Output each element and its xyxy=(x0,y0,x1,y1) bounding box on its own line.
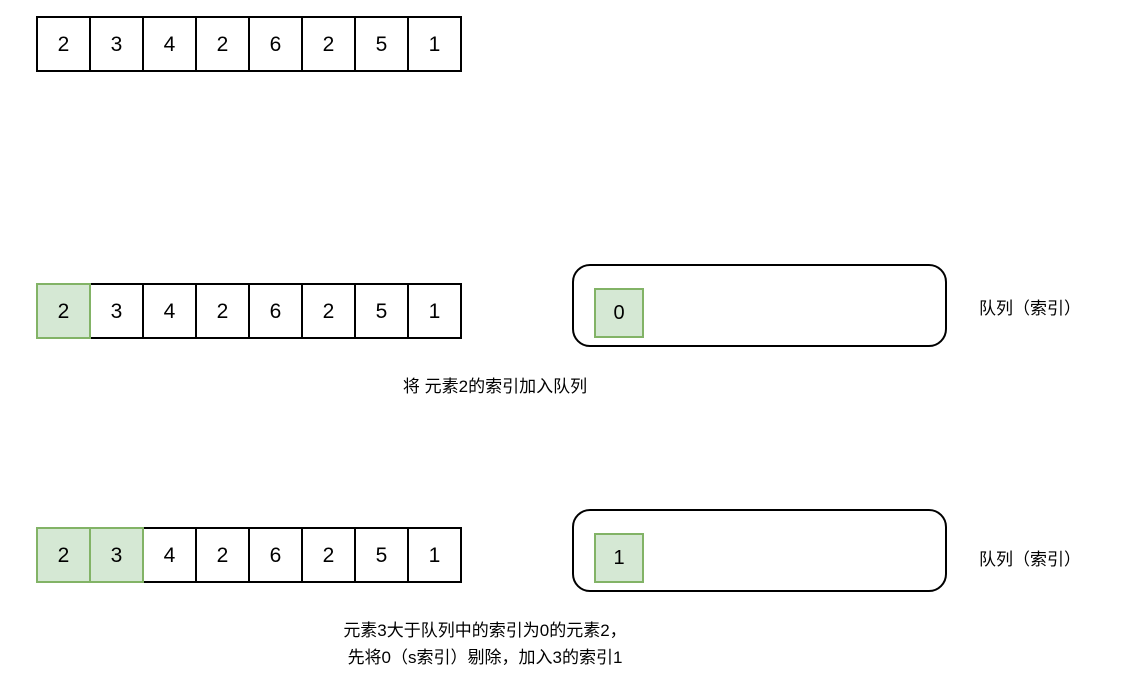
array-cell: 5 xyxy=(354,527,409,583)
array-cell: 4 xyxy=(142,283,197,339)
array-cell-highlighted: 2 xyxy=(36,527,91,583)
array-cell: 6 xyxy=(248,283,303,339)
array-cell: 2 xyxy=(195,283,250,339)
array-cell: 2 xyxy=(301,16,356,72)
array-cell: 5 xyxy=(354,283,409,339)
array-row-step-1: 2 3 4 2 6 2 5 1 xyxy=(36,283,462,339)
array-cell: 2 xyxy=(36,16,91,72)
array-cell-highlighted: 3 xyxy=(89,527,144,583)
queue-item: 1 xyxy=(594,533,644,583)
array-cell: 1 xyxy=(407,283,462,339)
array-cell: 2 xyxy=(195,527,250,583)
queue-label-step-1: 队列（索引） xyxy=(979,299,1081,318)
queue-container-step-1: 0 xyxy=(572,264,947,347)
array-cell: 4 xyxy=(142,527,197,583)
queue-label-step-2: 队列（索引） xyxy=(979,550,1081,569)
array-cell: 1 xyxy=(407,527,462,583)
array-cell: 3 xyxy=(89,16,144,72)
array-row-initial: 2 3 4 2 6 2 5 1 xyxy=(36,16,462,72)
caption-step-1: 将 元素2的索引加入队列 xyxy=(402,377,588,396)
array-cell: 4 xyxy=(142,16,197,72)
array-cell: 2 xyxy=(301,527,356,583)
array-row-step-2: 2 3 4 2 6 2 5 1 xyxy=(36,527,462,583)
array-cell: 2 xyxy=(195,16,250,72)
array-cell: 6 xyxy=(248,527,303,583)
caption-step-2: 元素3大于队列中的索引为0的元素2， 先将0（s索引）剔除，加入3的索引1 xyxy=(343,621,627,667)
queue-container-step-2: 1 xyxy=(572,509,947,592)
array-cell: 3 xyxy=(89,283,144,339)
array-cell: 2 xyxy=(301,283,356,339)
array-cell-highlighted: 2 xyxy=(36,283,91,339)
array-cell: 6 xyxy=(248,16,303,72)
queue-item: 0 xyxy=(594,288,644,338)
array-cell: 1 xyxy=(407,16,462,72)
array-cell: 5 xyxy=(354,16,409,72)
